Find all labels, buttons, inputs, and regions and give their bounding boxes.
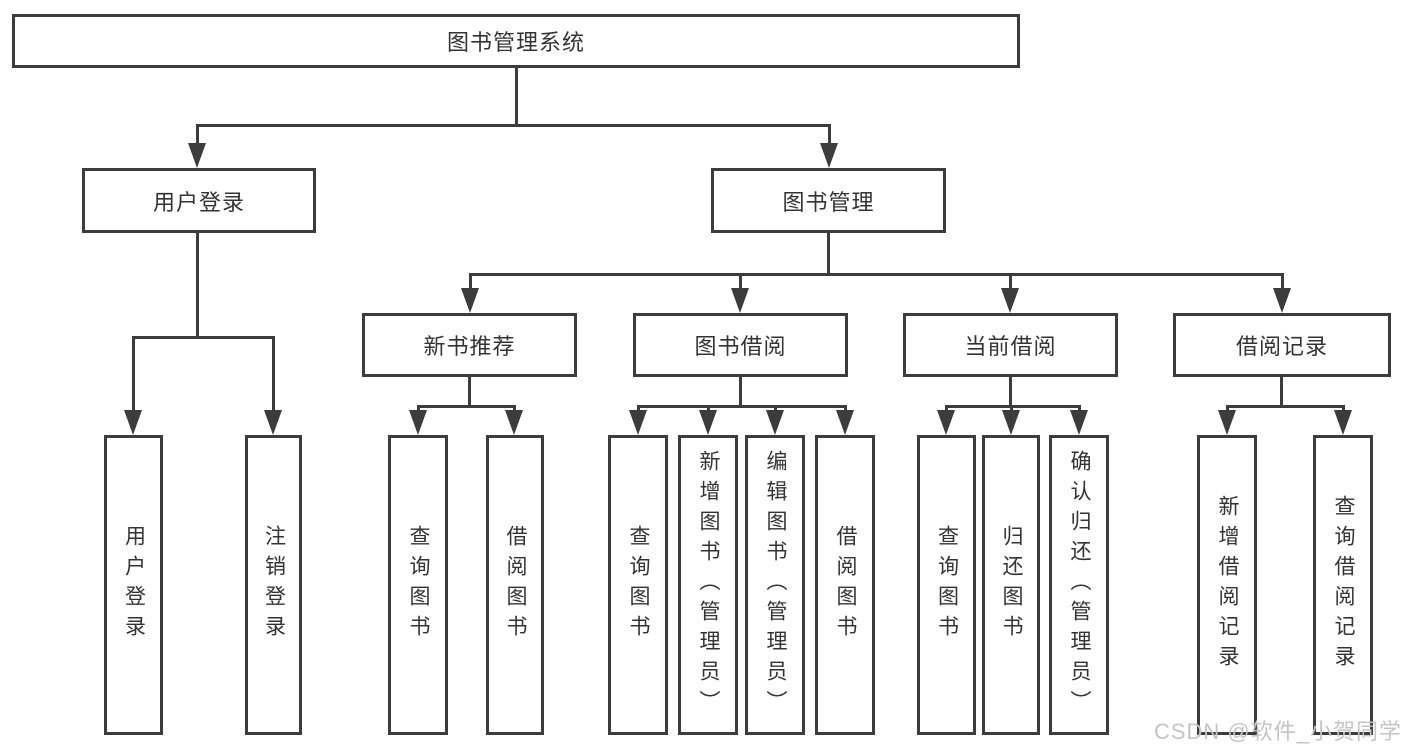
connector-root-stem [515, 68, 518, 124]
arrow-to-book-borrowing [731, 273, 749, 313]
leaf-add-borrow-record: 新增借阅记录 [1197, 435, 1257, 735]
connector-current-bar [945, 405, 1081, 408]
arrow-to-leaf-return-books [1002, 405, 1020, 435]
connector-root-bar [197, 124, 830, 127]
node-book-management: 图书管理 [711, 168, 946, 233]
connector-bookmgmt-stem [827, 233, 830, 273]
arrow-to-leaf-query-record [1334, 405, 1352, 435]
leaf-return-books: 归还图书 [982, 435, 1040, 735]
arrow-down-icon [409, 410, 427, 435]
connector-recommend-bar [417, 405, 516, 408]
leaf-borrow-books-borrowing: 借阅图书 [815, 435, 875, 735]
arrow-to-leaf-borrow-recommend [505, 405, 523, 435]
arrow-to-leaf-borrow-borrowing [836, 405, 854, 435]
leaf-query-books-current: 查询图书 [917, 435, 976, 735]
leaf-query-borrow-record: 查询借阅记录 [1313, 435, 1373, 735]
arrow-down-icon [836, 410, 854, 435]
node-current-borrowing: 当前借阅 [903, 313, 1118, 377]
arrow-to-borrow-records [1273, 273, 1291, 313]
leaf-query-books-recommend: 查询图书 [388, 435, 448, 735]
arrow-down-icon [1002, 410, 1020, 435]
arrow-down-icon [505, 410, 523, 435]
leaf-borrow-books-recommend: 借阅图书 [486, 435, 544, 735]
arrow-down-icon [731, 288, 749, 313]
arrow-to-current-borrowing [1001, 273, 1019, 313]
arrow-down-icon [629, 410, 647, 435]
arrow-down-icon [1334, 410, 1352, 435]
arrow-to-leaf-edit-books [766, 405, 784, 435]
arrow-down-icon [1001, 288, 1019, 313]
node-user-login: 用户登录 [82, 168, 316, 233]
connector-current-stem [1009, 377, 1012, 405]
leaf-edit-books-admin: 编辑图书（管理员） [745, 435, 805, 735]
leaf-logout: 注销登录 [245, 435, 302, 735]
connector-userlogin-stem [196, 233, 199, 336]
node-new-book-recommend: 新书推荐 [362, 313, 577, 377]
node-book-borrowing: 图书借阅 [633, 313, 848, 377]
arrow-down-icon [1273, 288, 1291, 313]
arrow-to-leaf-query-recommend [409, 405, 427, 435]
arrow-down-icon [766, 410, 784, 435]
arrow-down-icon [461, 288, 479, 313]
arrow-down-icon [699, 410, 717, 435]
arrow-to-new-book-recommend [461, 273, 479, 313]
arrow-down-icon [188, 143, 206, 168]
leaf-confirm-return-admin: 确认归还（管理员） [1049, 435, 1109, 735]
node-borrow-records: 借阅记录 [1173, 313, 1391, 377]
arrow-down-icon [820, 143, 838, 168]
leaf-query-books-borrowing: 查询图书 [608, 435, 668, 735]
connector-bookmgmt-bar [469, 273, 1283, 276]
arrow-down-icon [937, 410, 955, 435]
connector-userlogin-bar [133, 336, 275, 339]
arrow-to-leaf-add-books [699, 405, 717, 435]
leaf-add-books-admin: 新增图书（管理员） [678, 435, 738, 735]
connector-records-stem [1280, 377, 1283, 405]
arrow-to-leaf-confirm-return [1070, 405, 1088, 435]
arrow-down-icon [264, 410, 282, 435]
arrow-to-leaf-add-record [1218, 405, 1236, 435]
connector-borrowing-stem [739, 377, 742, 405]
arrow-to-leaf-query-borrowing [629, 405, 647, 435]
arrow-to-user-login [188, 124, 206, 168]
leaf-user-login: 用户登录 [104, 435, 163, 735]
connector-records-bar [1226, 405, 1345, 408]
connector-recommend-stem [468, 377, 471, 405]
arrow-to-book-management [820, 124, 838, 168]
arrow-to-leaf-user-login [124, 336, 142, 435]
connector-borrowing-bar [637, 405, 847, 408]
arrow-to-leaf-logout [264, 336, 282, 435]
arrow-down-icon [1070, 410, 1088, 435]
arrow-to-leaf-query-current [937, 405, 955, 435]
arrow-down-icon [124, 410, 142, 435]
node-library-system: 图书管理系统 [12, 14, 1020, 68]
arrow-down-icon [1218, 410, 1236, 435]
csdn-watermark: CSDN @软件_小贺同学 [1153, 719, 1402, 744]
